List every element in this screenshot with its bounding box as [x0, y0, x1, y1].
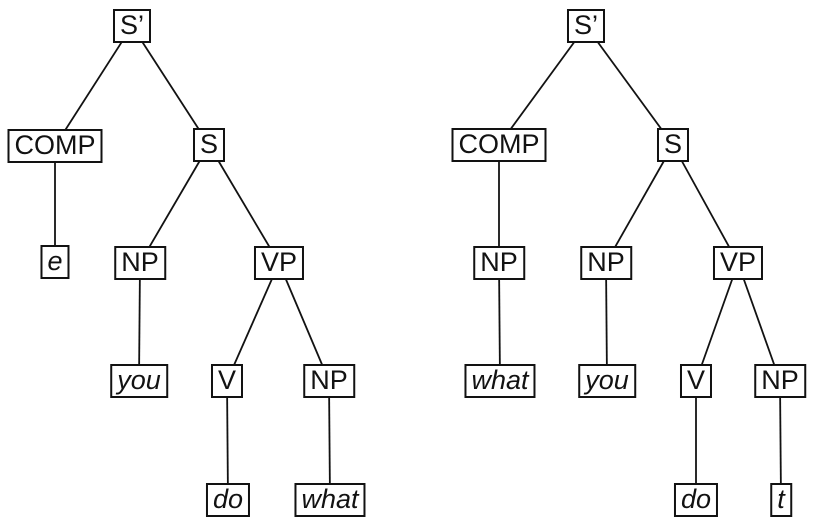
right-tree-node-np-object: NP	[754, 364, 806, 398]
left-tree-node-e: e	[40, 245, 70, 279]
tree-edge-left-tree-sp-s	[131, 25, 210, 146]
right-tree-node-np-subject: NP	[580, 246, 632, 280]
left-tree-node-s-bar: S’	[112, 9, 152, 43]
tree-edge-left-tree-vp-np2	[278, 262, 330, 382]
tree-edge-right-tree-sp-comp	[498, 25, 587, 146]
tree-edge-left-tree-np2-what	[328, 380, 331, 501]
tree-edge-left-tree-s-vp	[208, 144, 280, 264]
tree-edge-left-tree-sp-comp	[54, 25, 133, 147]
right-tree-node-v: V	[679, 364, 713, 398]
left-tree-node-you: you	[110, 364, 168, 398]
right-tree-node-do: do	[673, 483, 719, 517]
right-tree-node-comp: COMP	[451, 128, 547, 162]
right-tree-node-vp: VP	[712, 246, 764, 280]
tree-edge-right-tree-np2-t	[779, 380, 782, 501]
right-tree-node-s: S	[656, 128, 690, 162]
left-tree-node-s: S	[192, 128, 226, 162]
tree-edge-left-tree-np1-you	[138, 262, 141, 382]
tree-edge-right-tree-s-vp	[672, 144, 739, 264]
right-tree-node-you: you	[578, 364, 636, 398]
tree-edge-left-tree-v-do	[226, 380, 229, 501]
tree-edge-right-tree-s-np1	[605, 144, 674, 264]
right-tree-node-s-bar: S’	[566, 9, 606, 43]
tree-edge-right-tree-vp-np2	[737, 262, 781, 382]
left-tree-node-np-subject: NP	[114, 246, 166, 280]
tree-edge-right-tree-vp-v	[695, 262, 739, 382]
tree-edge-left-tree-vp-v	[226, 262, 280, 382]
right-tree-node-t: t	[770, 483, 792, 517]
left-tree-node-what: what	[294, 483, 366, 517]
left-tree-node-v: V	[210, 364, 244, 398]
tree-edge-right-tree-np0-what	[498, 262, 501, 382]
left-tree-node-vp: VP	[253, 246, 305, 280]
tree-edge-right-tree-np1-you	[605, 262, 608, 382]
right-tree-node-what: what	[464, 364, 536, 398]
tree-edge-left-tree-s-np1	[139, 144, 210, 264]
left-tree-node-do: do	[205, 483, 251, 517]
left-tree-node-np-object: NP	[303, 364, 355, 398]
left-tree-node-comp: COMP	[7, 129, 103, 163]
right-tree-node-np-comp: NP	[473, 246, 525, 280]
tree-edge-right-tree-sp-s	[585, 25, 674, 146]
